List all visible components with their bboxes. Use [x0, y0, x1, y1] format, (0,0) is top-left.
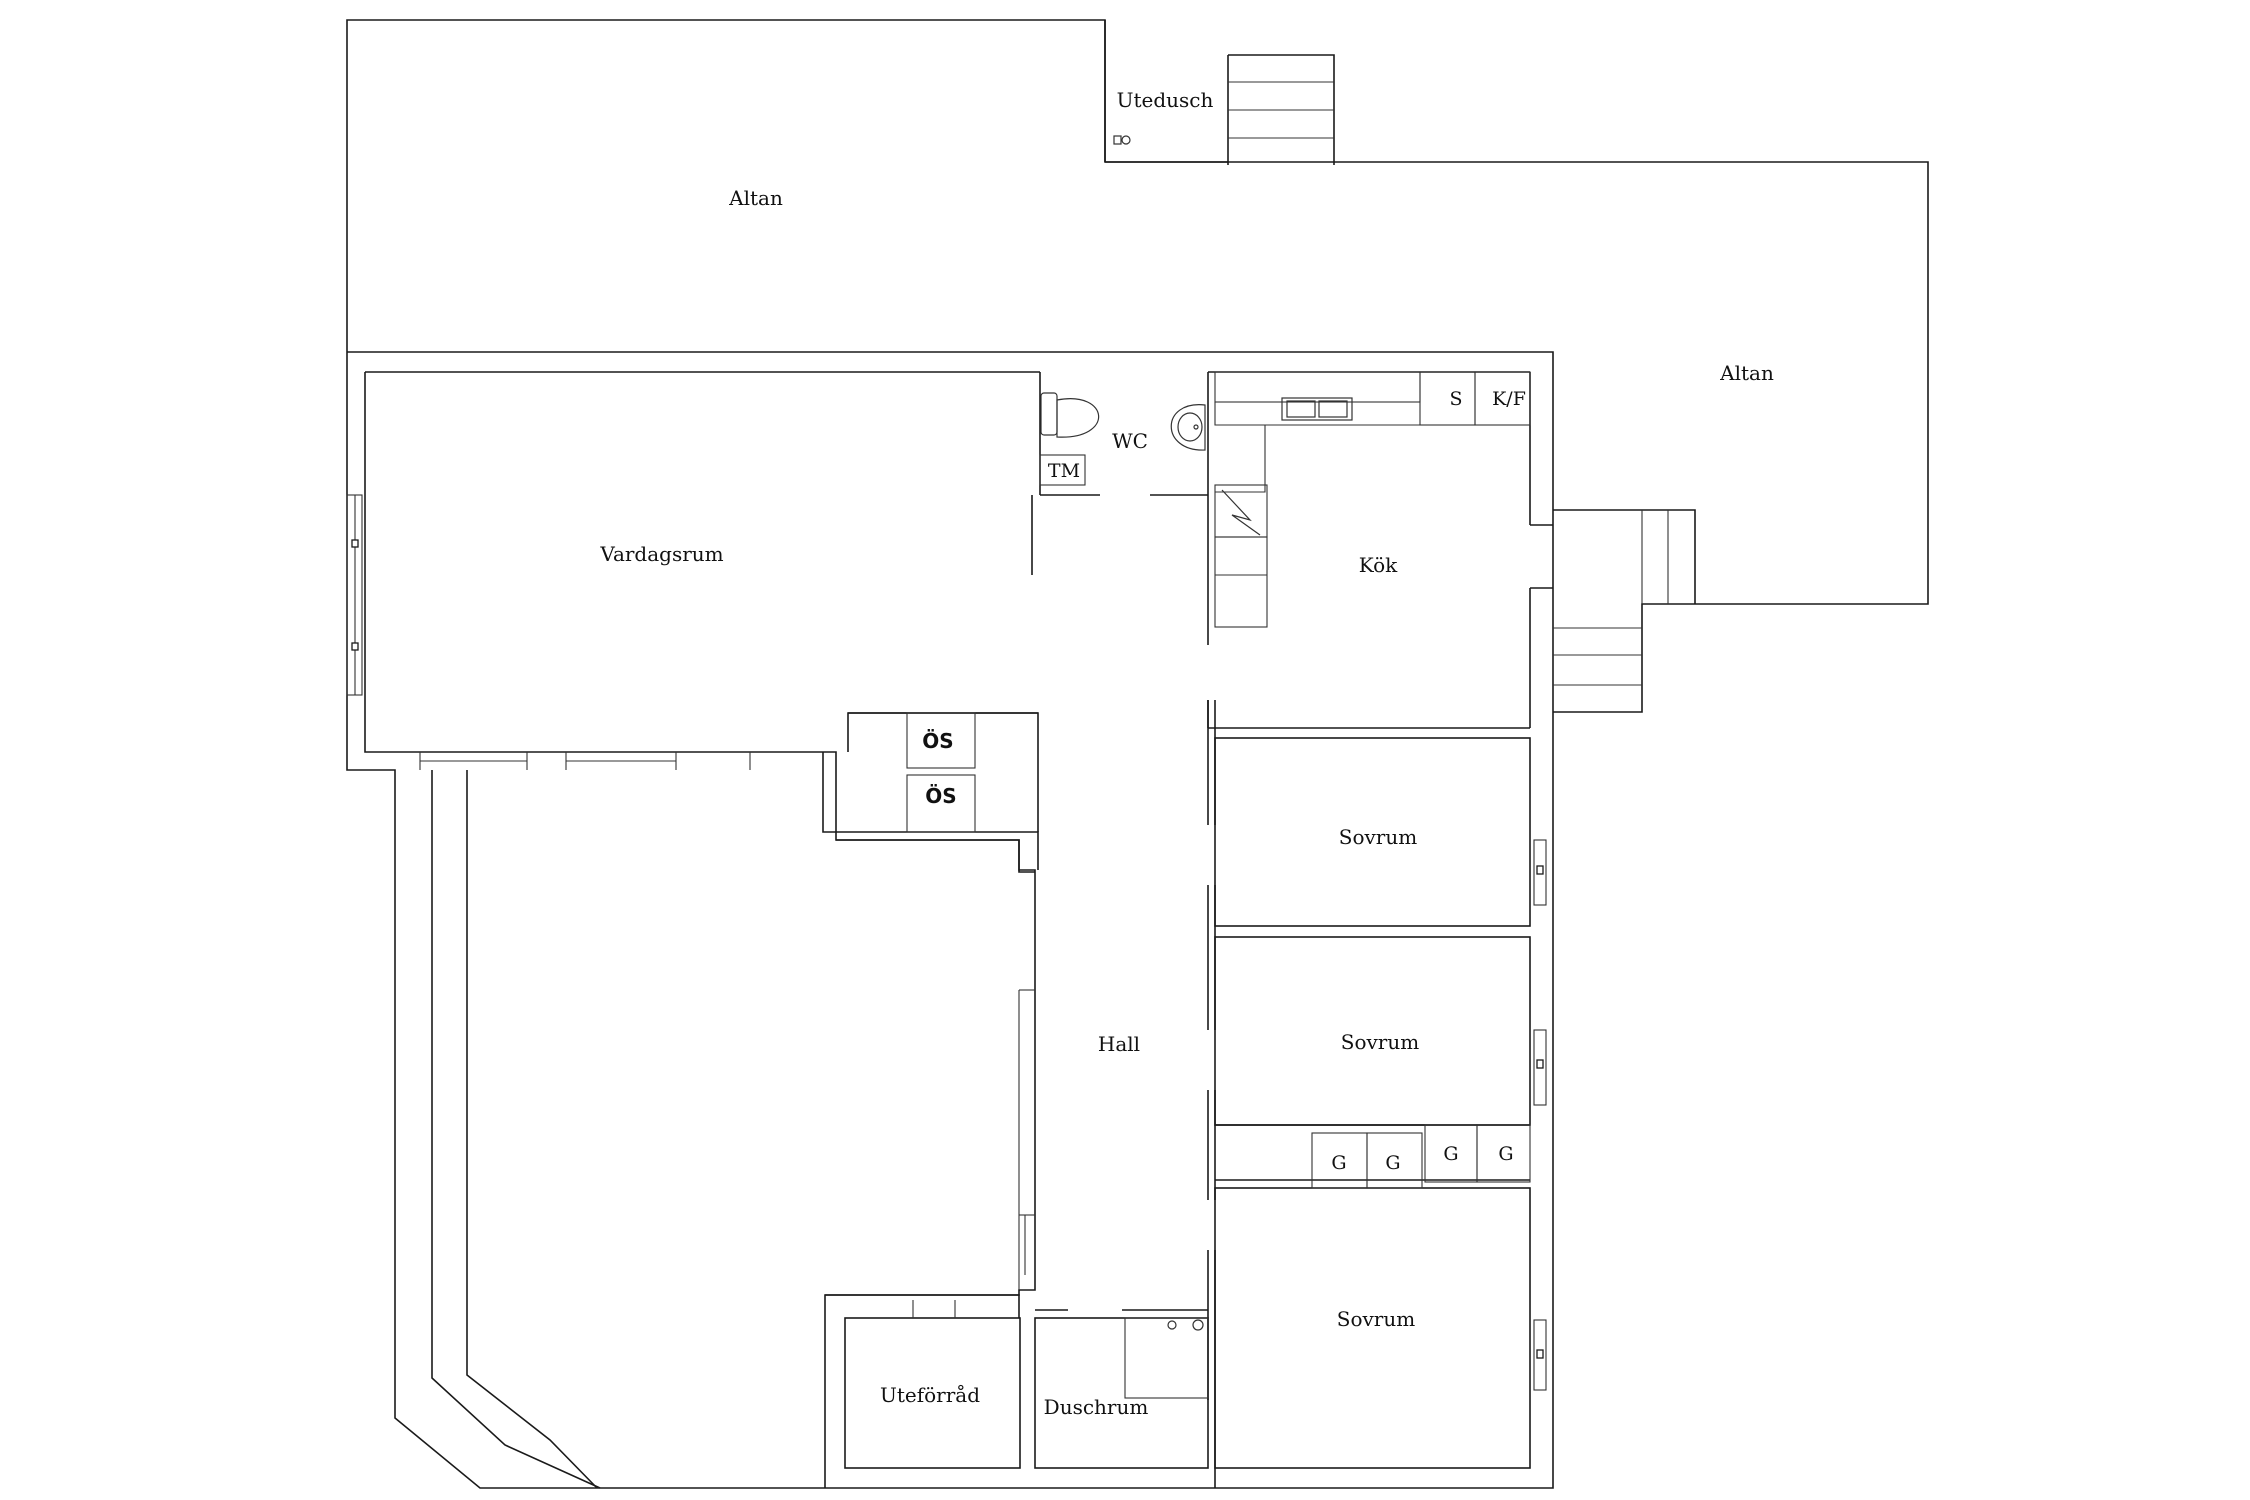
label-g-2: G: [1385, 1152, 1400, 1174]
label-altan-top: Altan: [728, 186, 783, 210]
lower-deck-edge: [431, 770, 601, 1489]
label-kok: Kök: [1359, 553, 1398, 577]
fixture-labels: TM S K/F ÖS ÖS G G G G: [922, 388, 1526, 1174]
shower-head-icon: [1113, 135, 1131, 145]
label-tm: TM: [1048, 460, 1080, 482]
bedroom-windows: [1533, 839, 1547, 1391]
label-g-1: G: [1331, 1152, 1346, 1174]
outdoor-shower-area: [1104, 20, 1335, 165]
washbasin-icon: [1170, 404, 1206, 451]
storage-walls: [825, 1294, 1021, 1469]
label-sovrum-1: Sovrum: [1339, 825, 1417, 849]
label-vardagsrum: Vardagsrum: [599, 542, 723, 566]
shower-room-walls: [1034, 1309, 1209, 1469]
label-os-1: ÖS: [922, 729, 953, 753]
label-sovrum-3: Sovrum: [1337, 1307, 1415, 1331]
wardrobes: [1311, 1124, 1531, 1189]
label-g-4: G: [1498, 1143, 1513, 1165]
kitchen-steps: [1553, 509, 1696, 686]
label-kf: K/F: [1492, 388, 1526, 410]
kitchen-counter: [1214, 371, 1531, 493]
kitchen-cabinets: [1214, 536, 1268, 628]
closet-block: [822, 712, 1039, 870]
label-hall: Hall: [1098, 1032, 1140, 1056]
label-uteforrad: Uteförråd: [880, 1383, 980, 1407]
toilet-icon: [1040, 392, 1100, 438]
hall-walls: [1207, 700, 1216, 1488]
tm-box: [1039, 454, 1086, 486]
room-labels: Altan Altan Utedusch Vardagsrum WC Kök S…: [599, 88, 1774, 1419]
label-os-2: ÖS: [925, 784, 956, 808]
stove-icon: [1214, 484, 1268, 538]
living-room-window: [346, 494, 363, 696]
label-altan-right: Altan: [1719, 361, 1774, 385]
label-duschrum: Duschrum: [1044, 1395, 1149, 1419]
terrace-outline: [346, 19, 1929, 713]
label-wc: WC: [1112, 429, 1148, 453]
sink-icon: [1281, 397, 1353, 421]
wc-walls: [1031, 372, 1209, 645]
label-s: S: [1449, 388, 1462, 410]
patio-doors: [419, 752, 751, 770]
label-sovrum-2: Sovrum: [1341, 1030, 1419, 1054]
label-g-3: G: [1443, 1143, 1458, 1165]
label-utedusch: Utedusch: [1117, 88, 1214, 112]
